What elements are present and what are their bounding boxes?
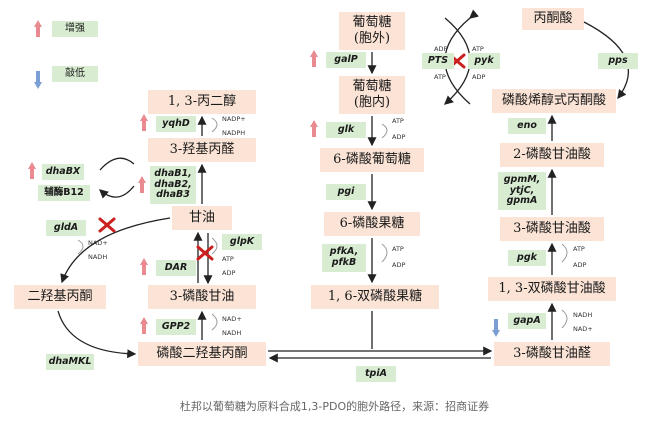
enzyme-GPP2: GPP2 [156,319,196,335]
cofactor-nad-plus: NAD+ [88,239,108,247]
cofactor-nadph: NADPH [222,129,246,137]
node-glycerol: 甘油 [172,206,232,230]
overexpression-glk-icon [310,120,318,137]
node-2-phosphoglycerate: 2-磷酸甘油酸 [500,143,604,167]
enzyme-eno: eno [508,118,546,134]
cofactor-nad-plus: NAD+ [573,325,593,333]
enzyme-dhaB1-dhaB2-dhaB3: dhaB1, dhaB2, dhaB3 [150,166,196,204]
node-dihydroxyacetone-phosphate: 磷酸二羟基丙酮 [138,342,266,366]
enzyme-yqhD: yqhD [156,116,196,132]
enzyme-dhaBX: dhaBX [42,164,84,180]
figure-caption: 杜邦以葡萄糖为原料合成1,3-PDO的胞外路径，来源：招商证券 [179,400,490,413]
overexpression-dhaB-icon [138,176,146,193]
node-fructose-6-phosphate: 6-磷酸果糖 [324,212,420,236]
node-fructose-1-6-bisphosphate: 1, 6-双磷酸果糖 [311,285,439,309]
cofactor-adp: ADP [573,261,587,269]
enzyme-pgk: pgk [508,250,546,266]
cofactor-adp: ADP [222,269,236,277]
cofactor-atp: ATP [434,73,446,81]
enzyme-dhaMKL: dhaMKL [46,354,94,370]
cofactor-atp: ATP [573,245,585,253]
legend-up-label: 增强 [52,21,98,37]
legend-down-label: 敲低 [52,66,98,82]
enzyme-DAR: DAR [156,260,196,276]
arrow-b12-loop [99,157,135,171]
cofactor-nadh: NADH [222,329,242,337]
enzyme-pps: pps [598,53,638,69]
cofactor-adp: ADP [472,73,486,81]
node-glucose-6-phosphate: 6-磷酸葡萄糖 [320,148,424,172]
enzyme-glk: glk [326,122,366,138]
cofactor-atp: ATP [392,245,404,253]
enzyme-gldA: gldA [46,220,86,236]
cofactor-nad-plus: NAD+ [222,315,242,323]
pathway-diagram: 增强 敲低 葡萄糖 (胞外) 葡萄糖 (胞内) 6-磷酸葡萄糖 6-磷酸果糖 1… [14,8,638,382]
overexpression-yqhD-icon [140,114,148,131]
enzyme-gpmM-ytjC-gpmA: gpmM, ytjC, gpmA [498,172,546,210]
node-glucose-extracellular: 葡萄糖 (胞外) [339,12,405,50]
node-phosphoenolpyruvate: 磷酸烯醇式丙酮酸 [492,89,616,113]
node-glyceraldehyde-3-phosphate: 3-磷酸甘油醛 [494,342,610,366]
cofactor-nadp-plus: NADP+ [222,115,246,123]
arrow-b12-loop-return [99,185,135,199]
enzyme-gapA: gapA [508,313,546,329]
node-3-hydroxypropionaldehyde: 3-羟基丙醛 [148,138,256,162]
enzyme-pgi: pgi [326,184,366,200]
knockdown-gapA-icon [492,319,500,337]
enzyme-glpK: glpK [222,234,262,250]
cofactor-vitamin-b12: 辅酶B12 [38,185,90,201]
node-3-phosphoglycerate: 3-磷酸甘油酸 [500,217,604,241]
arrow-dha-to-dhap [57,310,137,359]
arrow-glycerol-to-dha [60,217,171,284]
overexpression-dhaBX-icon [28,162,36,179]
node-glucose-intracellular: 葡萄糖 (胞内) [339,76,405,114]
legend-up-arrow-icon [34,20,42,37]
enzyme-galP: galP [326,52,366,68]
cofactor-nadh: NADH [88,253,108,261]
enzyme-PTS: PTS [422,53,454,69]
enzyme-pyk: pyk [468,53,500,69]
overexpression-galP-icon [310,50,318,67]
cofactor-atp: ATP [472,45,484,53]
node-dihydroxyacetone: 二羟基丙酮 [14,285,106,309]
node-glycerol-3-phosphate: 3-磷酸甘油 [148,285,256,309]
node-pyruvate: 丙酮酸 [522,8,584,30]
cofactor-nadh: NADH [573,311,593,319]
cofactor-adp: ADP [434,45,448,53]
overexpression-GPP2-icon [140,317,148,334]
cofactor-atp: ATP [222,255,234,263]
node-1-3-propanediol: 1, 3-丙二醇 [148,90,256,114]
enzyme-tpiA: tpiA [356,366,396,382]
node-1-3-bisphosphoglycerate: 1, 3-双磷酸甘油酸 [488,277,616,301]
cofactor-atp: ATP [392,117,404,125]
overexpression-DAR-icon [140,258,148,275]
cofactor-adp: ADP [392,261,406,269]
cofactor-adp: ADP [392,133,406,141]
enzyme-pfkA-pfkB: pfkA, pfkB [322,244,366,272]
legend-down-arrow-icon [34,71,42,89]
